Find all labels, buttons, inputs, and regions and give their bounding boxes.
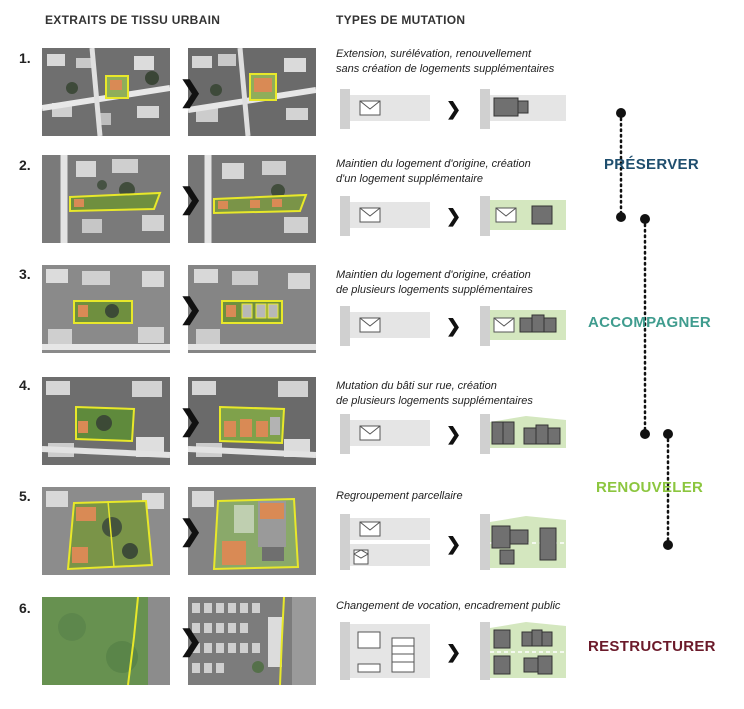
row-number-3: 3.: [19, 266, 31, 282]
row-number-6: 6.: [19, 600, 31, 616]
svg-text:❯: ❯: [446, 206, 461, 227]
description-line: d'un logement supplémentaire: [336, 172, 484, 185]
aerial-photo-after-4: [188, 377, 316, 465]
timeline-node: [663, 540, 673, 550]
timeline-node: [640, 214, 650, 224]
description-line: Extension, surélévation, renouvellement: [336, 48, 532, 60]
row-number-4: 4.: [19, 377, 31, 393]
description-line: Mutation du bâti sur rue, création: [336, 380, 497, 392]
mutation-description-6: Changement de vocation, encadrement publ…: [336, 599, 586, 614]
aerial-photo-after-3: [188, 265, 316, 353]
row-number-1: 1.: [19, 50, 31, 66]
description-line: Changement de vocation, encadrement publ…: [336, 600, 561, 612]
svg-text:❯: ❯: [446, 534, 461, 555]
timeline-node: [616, 212, 626, 222]
aerial-photo-before-3: [42, 265, 170, 353]
mutation-description-2: Maintien du logement d'origine, création…: [336, 157, 586, 187]
description-line: Maintien du logement d'origine, création: [336, 269, 531, 281]
mutation-diagram-6: ❯: [340, 622, 566, 680]
svg-text:❯: ❯: [446, 316, 461, 337]
aerial-photo-before-4: [42, 377, 170, 465]
timeline-node: [616, 108, 626, 118]
svg-text:❯: ❯: [446, 424, 461, 445]
left-header: EXTRAITS DE TISSU URBAIN: [45, 13, 221, 27]
chevron-right-icon: ❯: [179, 515, 203, 546]
category-preserver: PRÉSERVER: [604, 156, 699, 173]
row-number-5: 5.: [19, 488, 31, 504]
description-line: de plusieurs logements supplémentaires: [336, 394, 533, 407]
aerial-photo-before-5: [42, 487, 170, 575]
timeline-node: [663, 429, 673, 439]
right-header: TYPES DE MUTATION: [336, 13, 466, 27]
aerial-photo-after-2: [188, 155, 316, 243]
category-accompagner: ACCOMPAGNER: [588, 314, 712, 331]
chevron-right-icon: ❯: [179, 183, 203, 214]
mutation-description-4: Mutation du bâti sur rue, création de pl…: [336, 379, 586, 409]
aerial-photo-before-1: [42, 48, 170, 136]
mutation-diagram-5: ❯: [340, 514, 566, 570]
mutation-diagram-1: ❯: [340, 89, 566, 129]
description-line: Maintien du logement d'origine, création: [336, 158, 531, 170]
svg-text:❯: ❯: [446, 99, 461, 120]
description-line: sans création de logements supplémentair…: [336, 62, 555, 75]
aerial-photo-after-5: [188, 487, 316, 575]
timeline-node: [640, 429, 650, 439]
envelope-house-icon: [359, 100, 381, 116]
aerial-photo-before-2: [42, 155, 170, 243]
mutation-diagram-2: ❯: [340, 196, 566, 236]
description-line: de plusieurs logements supplémentaires: [336, 283, 533, 296]
mutation-description-5: Regroupement parcellaire: [336, 489, 586, 504]
row-number-2: 2.: [19, 157, 31, 173]
mutation-description-3: Maintien du logement d'origine, création…: [336, 268, 586, 298]
chevron-right-icon: ❯: [179, 625, 203, 656]
category-restructurer: RESTRUCTURER: [588, 638, 716, 655]
mutation-diagram-3: ❯: [340, 306, 566, 346]
chevron-right-icon: ❯: [179, 405, 203, 436]
description-line: Regroupement parcellaire: [336, 490, 463, 502]
mutation-description-1: Extension, surélévation, renouvellement …: [336, 47, 586, 77]
svg-text:❯: ❯: [446, 642, 461, 663]
mutation-diagram-4: ❯: [340, 414, 566, 454]
category-renouveler: RENOUVELER: [596, 479, 704, 496]
aerial-photo-after-1: [188, 48, 316, 136]
chevron-right-icon: ❯: [179, 293, 203, 324]
aerial-photo-before-6: [42, 597, 170, 685]
chevron-right-icon: ❯: [179, 76, 203, 107]
aerial-photo-after-6: [188, 597, 316, 685]
